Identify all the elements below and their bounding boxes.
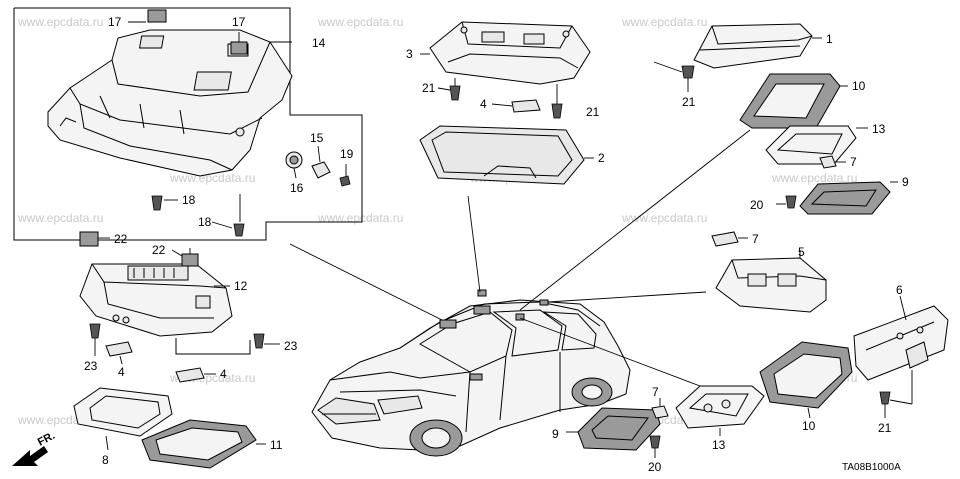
watermark: www.epcdata.ru (621, 15, 707, 29)
callout-4: 4 (118, 365, 125, 379)
clip-22-left (79, 231, 110, 247)
watermark: www.epcdata.ru (317, 15, 403, 29)
screw-23-left (89, 323, 101, 356)
callout-7: 7 (752, 232, 759, 246)
callout-15: 15 (310, 131, 324, 145)
leader-21 (437, 87, 451, 91)
callout-1: 1 (826, 32, 833, 46)
watermark: www.epcdata.ru (17, 15, 103, 29)
callout-7: 7 (850, 155, 857, 169)
callout-21: 21 (422, 81, 436, 95)
console-housing-14 (47, 29, 293, 177)
callout-22: 22 (114, 232, 128, 246)
frame-11 (141, 419, 266, 469)
callout-10: 10 (802, 419, 816, 433)
callout-4: 4 (220, 367, 227, 381)
car-leader-lines (289, 129, 751, 387)
callout-19: 19 (340, 147, 354, 161)
callout-23: 23 (84, 359, 98, 373)
bezel-10-top (739, 73, 848, 129)
callout-13: 13 (872, 122, 886, 136)
callout-18: 18 (182, 193, 196, 207)
housing-13-bottom (675, 385, 765, 436)
map-lamp-12 (79, 263, 251, 355)
callout-11: 11 (270, 438, 283, 452)
watermark: www.epcdata.ru (317, 211, 403, 225)
callout-10: 10 (852, 79, 866, 93)
callout-9: 9 (552, 427, 559, 441)
callout-6: 6 (896, 283, 903, 297)
callout-20: 20 (750, 198, 764, 212)
screw-20-bottom (649, 435, 661, 458)
callout-2: 2 (598, 151, 605, 165)
callout-9: 9 (902, 175, 909, 189)
callout-7: 7 (652, 385, 659, 399)
lens-9-bottom (566, 407, 661, 451)
callout-16: 16 (290, 181, 304, 195)
screw-21-top-right (653, 61, 695, 92)
screw-23-right (253, 333, 280, 349)
callout-21: 21 (682, 95, 696, 109)
bulb-7-bottom (651, 398, 669, 419)
clip-22-right (181, 248, 199, 267)
callout-5: 5 (798, 245, 805, 259)
bulb-clip-17-right (230, 32, 248, 55)
callout-17: 17 (108, 15, 122, 29)
callout-22: 22 (152, 243, 166, 257)
callout-23: 23 (284, 339, 298, 353)
bulb-15 (311, 145, 331, 179)
callout-21: 21 (878, 421, 892, 435)
callout-13: 13 (712, 438, 726, 452)
screw-20-top (776, 195, 797, 209)
screw-21-left (449, 78, 461, 101)
callout-18: 18 (198, 215, 212, 229)
bracket-1 (693, 23, 822, 69)
bezel-10-mid (759, 341, 853, 419)
bulb-4-left (105, 341, 133, 365)
car-sedan (311, 289, 631, 457)
socket-16 (285, 151, 303, 179)
leader-22 (171, 249, 183, 257)
watermark: www.epcdata.ru (621, 211, 707, 225)
bulb-7-mid (711, 231, 748, 247)
lamp-base-3 (420, 21, 591, 85)
screw-21-mid-right (879, 370, 913, 418)
bracket-6 (853, 295, 949, 381)
front-label: FR. (36, 430, 57, 449)
callout-4: 4 (480, 97, 487, 111)
screw-18-bottom (233, 194, 245, 237)
bulb-7-top (819, 155, 846, 169)
callout-3: 3 (406, 47, 413, 61)
callout-21: 21 (586, 105, 600, 119)
screw-19 (339, 164, 351, 187)
watermark: www.epcdata.ru (169, 171, 255, 185)
callout-14: 14 (312, 36, 326, 50)
callout-17: 17 (232, 15, 246, 29)
watermark: www.epcdata.ru (771, 171, 857, 185)
frame-8 (73, 387, 173, 451)
diagram-code: TA08B1000A (842, 462, 901, 473)
housing-5 (715, 250, 827, 313)
lens-2 (419, 125, 594, 185)
watermark: www.epcdata.ru (17, 211, 103, 225)
housing-13-top (765, 125, 868, 165)
screw-18-left (151, 195, 178, 211)
screw-21-right (551, 84, 563, 119)
bulb-clip-17-top (128, 9, 167, 23)
bulb-4-top (511, 99, 541, 113)
bulb-4-mid (175, 367, 216, 383)
callout-20: 20 (648, 460, 662, 474)
callout-8: 8 (102, 453, 109, 467)
callout-12: 12 (234, 279, 248, 293)
leader-18 (211, 221, 233, 229)
front-direction-arrow: FR. (12, 430, 57, 466)
leader-4 (491, 103, 513, 107)
lens-9-top (799, 181, 898, 215)
